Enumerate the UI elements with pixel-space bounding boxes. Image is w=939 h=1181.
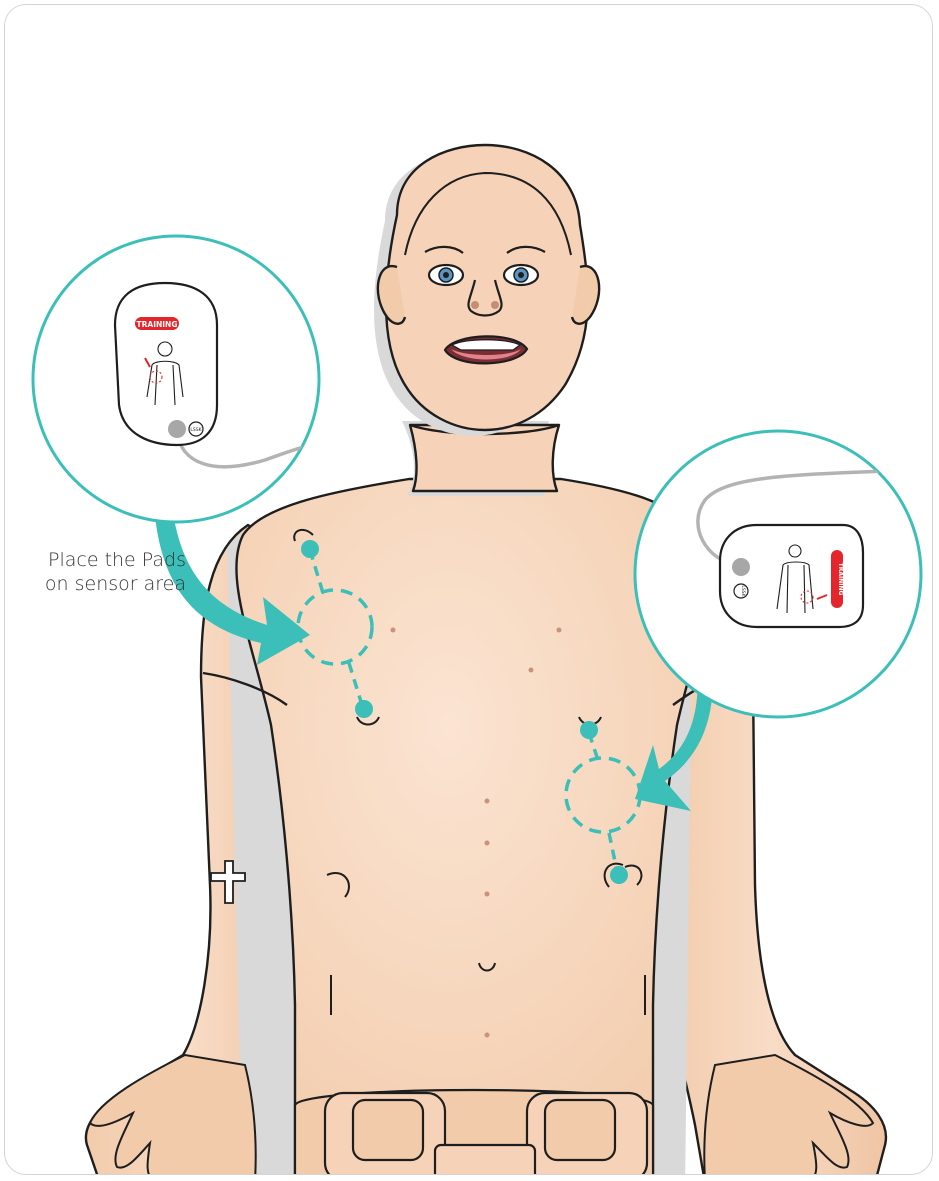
pad-left-badge: TRAINING <box>137 320 178 329</box>
head <box>386 145 588 430</box>
pad-callout-right: TRAINING LSSK <box>635 431 921 717</box>
pad-left-corner-label: LSSK <box>190 427 202 433</box>
left-hand <box>90 1055 256 1175</box>
caption-line-2: on sensor area <box>26 572 186 596</box>
instruction-caption: Place the Pads on sensor area <box>26 548 186 596</box>
pelvis <box>295 1090 653 1175</box>
caption-line-1: Place the Pads <box>26 548 186 572</box>
illustration-frame: TRAINING LSSK TRAINING LSSK Place the <box>4 4 933 1175</box>
pad-callout-icon <box>115 283 217 445</box>
pad-right-corner-label: LSSK <box>740 585 746 597</box>
pad-right-badge: TRAINING <box>837 563 844 596</box>
pad-callout-left: TRAINING LSSK <box>33 236 325 522</box>
right-hand <box>704 1055 873 1175</box>
